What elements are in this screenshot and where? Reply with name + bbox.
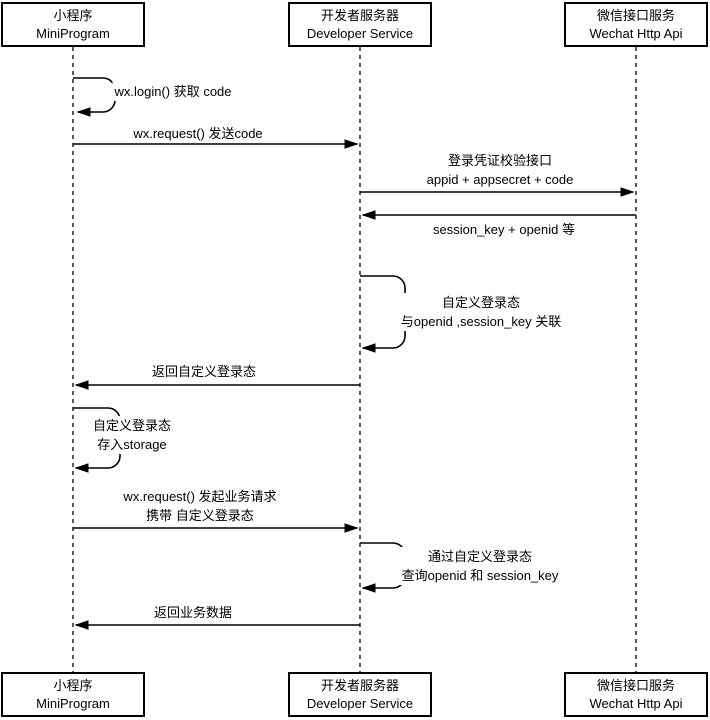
actor-top-wechat-api: 微信接口服务 Wechat Http Api	[564, 2, 708, 47]
message-return-business-data: 返回业务数据	[151, 603, 235, 622]
actor-bottom-wechat-api: 微信接口服务 Wechat Http Api	[564, 672, 708, 717]
actor-name-zh: 微信接口服务	[596, 677, 675, 693]
self-message-wx-login: wx.login() 获取 code	[112, 82, 234, 101]
actor-bottom-developer-service: 开发者服务器 Developer Service	[288, 672, 432, 717]
message-return-custom-login-state: 返回自定义登录态	[149, 362, 259, 381]
actor-top-developer-service: 开发者服务器 Developer Service	[288, 2, 432, 47]
actor-bottom-miniprogram: 小程序 MiniProgram	[1, 672, 145, 717]
actor-name-zh: 微信接口服务	[596, 7, 675, 23]
self-loop-query-openid	[360, 542, 406, 593]
actor-name-zh: 小程序	[53, 7, 93, 23]
message-login-credential-check: 登录凭证校验接口 appid + appsecret + code	[424, 151, 576, 189]
message-business-request: wx.request() 发起业务请求 携带 自定义登录态	[121, 487, 279, 525]
message-send-code: wx.request() 发送code	[131, 124, 265, 143]
self-message-custom-login-state: 自定义登录态 与openid ,session_key 关联	[398, 293, 564, 331]
actor-name-zh: 开发者服务器	[320, 677, 399, 693]
message-session-key-openid: session_key + openid 等	[430, 220, 578, 239]
actor-name-en: Wechat Http Api	[589, 695, 683, 711]
self-loop-wx-login	[73, 77, 116, 117]
actor-name-en: Wechat Http Api	[589, 25, 683, 41]
actor-name-en: Developer Service	[306, 695, 414, 711]
self-message-query-openid: 通过自定义登录态 查询openid 和 session_key	[399, 547, 561, 585]
actor-name-en: Developer Service	[306, 25, 414, 41]
actor-top-miniprogram: 小程序 MiniProgram	[1, 2, 145, 47]
actor-name-en: MiniProgram	[36, 695, 110, 711]
self-message-store-storage: 自定义登录态 存入storage	[90, 416, 174, 454]
actor-name-zh: 小程序	[53, 677, 93, 693]
actor-name-en: MiniProgram	[36, 25, 110, 41]
actor-name-zh: 开发者服务器	[320, 7, 399, 23]
